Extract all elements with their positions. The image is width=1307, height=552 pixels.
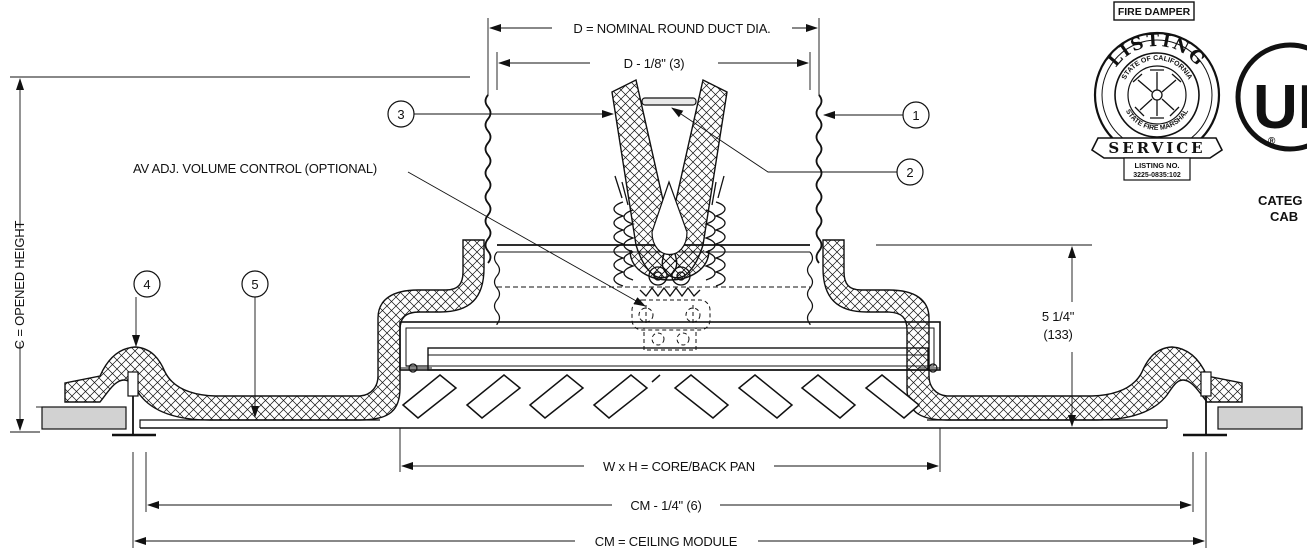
dimension-ceiling-module: CM = CEILING MODULE — [132, 452, 1207, 549]
callout-1: 1 — [823, 101, 930, 129]
insulation-blanket — [64, 239, 1243, 421]
svg-text:2: 2 — [906, 165, 913, 180]
svg-text:4: 4 — [143, 277, 150, 292]
t-bar-left — [112, 371, 156, 437]
ceiling-tile-right — [1217, 406, 1303, 430]
ceiling-tile-left — [36, 406, 127, 430]
svg-text:3: 3 — [397, 107, 404, 122]
fire-marshal-seal: FIRE DAMPER LISTING STATE OF CALIFORNIA … — [1090, 1, 1224, 181]
ul-caption-2: CAB — [1270, 209, 1298, 224]
dimension-core-back-pan: W x H = CORE/BACK PAN — [399, 428, 941, 474]
ul-caption-1: CATEG — [1258, 193, 1303, 208]
seal-listing-label: LISTING NO. — [1135, 161, 1180, 170]
ul-listing-mark: UL ® CATEG CAB — [1235, 42, 1307, 224]
svg-text:1: 1 — [912, 108, 919, 123]
opened-height-label: C = OPENED HEIGHT — [12, 221, 27, 350]
ul-letters: UL — [1253, 73, 1307, 142]
nominal-duct-label: D = NOMINAL ROUND DUCT DIA. — [573, 21, 770, 36]
seal-arc-bottom: SERVICE — [1108, 139, 1205, 157]
duct-minus-label: D - 1/8" (3) — [624, 56, 685, 71]
callout-2: 2 — [671, 107, 924, 186]
callout-4: 4 — [132, 270, 161, 347]
height-mm: (133) — [1043, 327, 1072, 342]
dimension-duct-minus: D - 1/8" (3) — [496, 52, 811, 90]
callout-3: 3 — [387, 100, 614, 128]
cm-minus-label: CM - 1/4" (6) — [630, 498, 701, 513]
ul-registered: ® — [1268, 136, 1276, 147]
dimension-nominal-duct: D = NOMINAL ROUND DUCT DIA. — [487, 18, 820, 96]
damper-blades — [611, 78, 728, 281]
trumpets-emblem — [1132, 69, 1182, 119]
volume-control-hidden — [631, 299, 711, 351]
louver-blades — [401, 374, 921, 419]
svg-text:5: 5 — [251, 277, 258, 292]
closure-springs — [613, 175, 726, 298]
dimension-opened-height: C = OPENED HEIGHT — [10, 76, 470, 433]
dimension-cm-minus: CM - 1/4" (6) — [145, 452, 1194, 513]
seal-listing-number: 3225-0835:102 — [1133, 172, 1181, 179]
height-inches: 5 1/4" — [1042, 309, 1075, 324]
dimension-height-right: 5 1/4" (133) — [876, 244, 1092, 427]
seal-top-banner: FIRE DAMPER — [1118, 6, 1191, 18]
ceiling-module-label: CM = CEILING MODULE — [595, 534, 738, 549]
diffuser-panel — [139, 419, 1168, 429]
callout-5: 5 — [241, 270, 269, 418]
back-pan-frame — [399, 321, 941, 373]
volume-control-note: AV ADJ. VOLUME CONTROL (OPTIONAL) — [133, 161, 646, 307]
core-back-pan-label: W x H = CORE/BACK PAN — [603, 459, 755, 474]
t-bar-right — [1183, 371, 1227, 437]
volume-control-label: AV ADJ. VOLUME CONTROL (OPTIONAL) — [133, 161, 377, 176]
